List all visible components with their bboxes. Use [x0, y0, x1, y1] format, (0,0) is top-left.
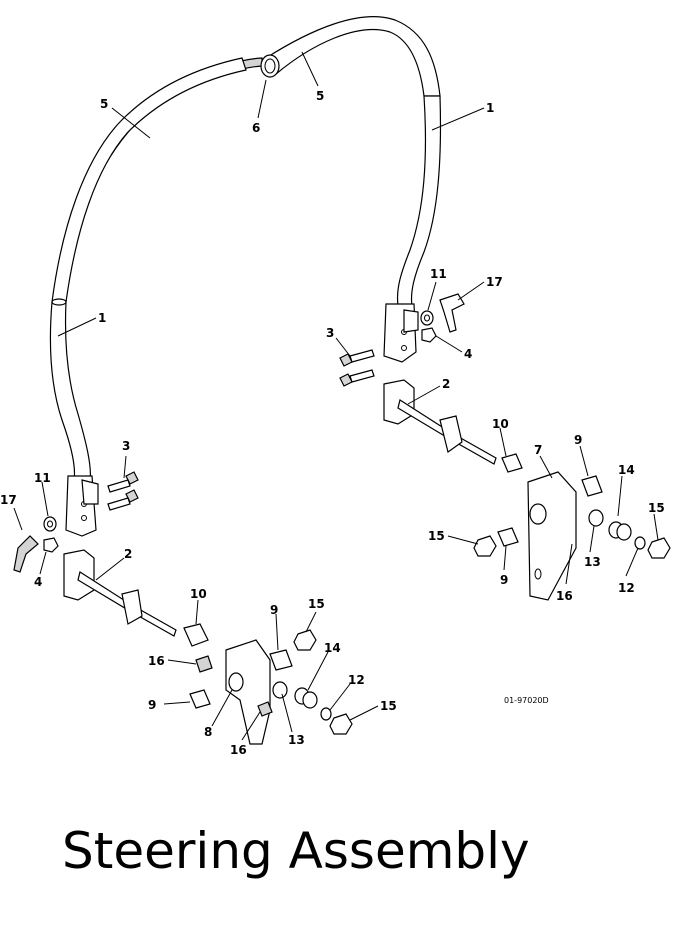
left-springs-14-13-12 — [272, 681, 332, 721]
right-bushings-9 — [497, 475, 603, 547]
callout-15: 15 — [428, 529, 445, 543]
callout-1: 1 — [98, 311, 106, 325]
callout-17: 17 — [486, 275, 503, 289]
figure-number: 01-97020D — [504, 696, 549, 705]
left-lever-17 — [13, 535, 39, 573]
right-spindle-7 — [527, 471, 577, 601]
left-nut-4 — [43, 537, 59, 553]
callout-9: 9 — [270, 603, 278, 617]
left-spindle-8 — [225, 639, 271, 745]
callout-12: 12 — [348, 673, 365, 687]
callout-12: 12 — [618, 581, 635, 595]
callout-15: 15 — [648, 501, 665, 515]
right-lever-17 — [439, 293, 465, 333]
callout-10: 10 — [492, 417, 509, 431]
right-washer-11 — [420, 310, 434, 326]
left-pivot-block-2 — [63, 549, 177, 637]
callout-7: 7 — [534, 443, 542, 457]
left-nuts-15 — [293, 629, 353, 735]
callout-11: 11 — [430, 267, 447, 281]
left-fitting-16 — [195, 655, 273, 717]
callout-15: 15 — [308, 597, 325, 611]
callout-2: 2 — [124, 547, 132, 561]
right-bushing-10 — [501, 453, 523, 473]
callout-1: 1 — [486, 101, 494, 115]
callout-9: 9 — [500, 573, 508, 587]
leader-lines — [13, 51, 659, 741]
left-handle-tube — [49, 57, 263, 481]
right-pivot-block-2 — [383, 379, 497, 465]
callout-9: 9 — [148, 698, 156, 712]
right-bolts-3 — [339, 349, 375, 387]
callout-16: 16 — [556, 589, 573, 603]
callouts: 5 6 5 1 1 11 17 3 4 2 10 7 9 14 15 15 9 … — [0, 89, 665, 757]
callout-11: 11 — [34, 471, 51, 485]
callout-9: 9 — [574, 433, 582, 447]
callout-6: 6 — [252, 121, 260, 135]
left-bolts-3 — [107, 471, 139, 511]
left-washer-11 — [43, 516, 57, 532]
callout-16: 16 — [148, 654, 165, 668]
callout-17: 17 — [0, 493, 17, 507]
callout-15: 15 — [380, 699, 397, 713]
right-upper-bracket — [383, 303, 419, 363]
left-bushing-10 — [183, 623, 209, 647]
callout-13: 13 — [288, 733, 305, 747]
callout-4: 4 — [464, 347, 472, 361]
callout-4: 4 — [34, 575, 42, 589]
callout-2: 2 — [442, 377, 450, 391]
callout-3: 3 — [122, 439, 130, 453]
callout-3: 3 — [326, 326, 334, 340]
callout-13: 13 — [584, 555, 601, 569]
callout-5: 5 — [316, 89, 324, 103]
left-bushings-9 — [189, 649, 293, 709]
right-nut-4 — [421, 327, 437, 343]
right-springs-14-13-12 — [588, 509, 646, 550]
callout-8: 8 — [204, 725, 212, 739]
callout-5: 5 — [100, 97, 108, 111]
callout-14: 14 — [324, 641, 341, 655]
left-lower-bracket — [65, 475, 99, 537]
callout-14: 14 — [618, 463, 635, 477]
callout-10: 10 — [190, 587, 207, 601]
diagram-caption: Steering Assembly — [62, 822, 530, 880]
callout-16: 16 — [230, 743, 247, 757]
right-nuts-15 — [473, 535, 671, 559]
right-handle-tube — [260, 16, 442, 307]
